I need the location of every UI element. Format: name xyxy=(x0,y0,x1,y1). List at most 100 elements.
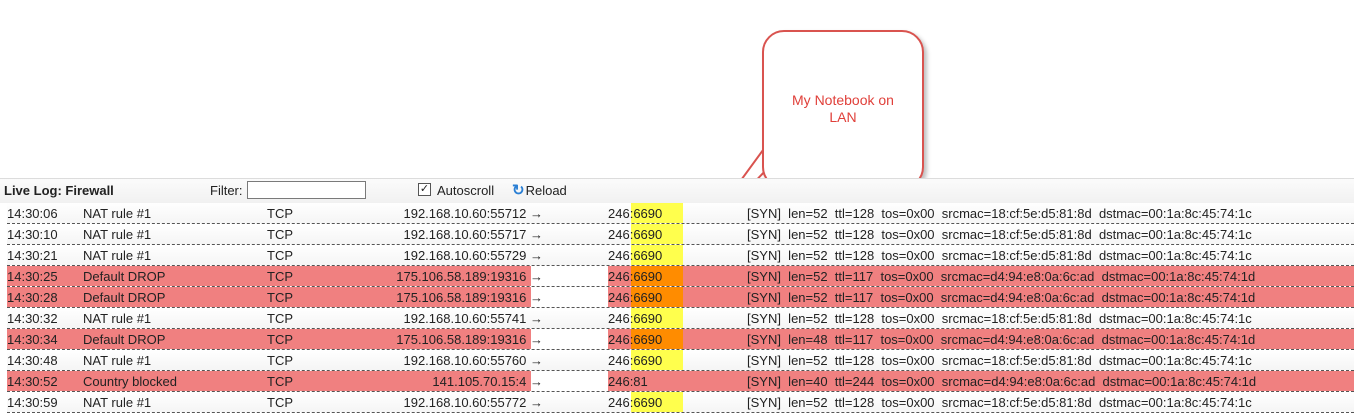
log-source: 175.106.58.189:19316 → xyxy=(396,332,543,347)
log-source: 192.168.10.60:55729 → xyxy=(403,248,543,263)
port-highlight xyxy=(631,224,683,244)
log-protocol: TCP xyxy=(267,269,293,284)
log-protocol: TCP xyxy=(267,332,293,347)
log-dest-prefix: 246: xyxy=(608,269,634,284)
log-row[interactable]: 14:30:21 NAT rule #1 TCP 192.168.10.60:5572… xyxy=(7,245,1354,266)
log-rule: NAT rule #1 xyxy=(83,248,152,263)
log-rule: NAT rule #1 xyxy=(83,395,152,410)
log-details: [SYN] len=52 ttl=128 tos=0x00 srcmac=18:… xyxy=(747,311,1252,326)
log-details: [SYN] len=52 ttl=128 tos=0x00 srcmac=18:… xyxy=(747,353,1252,368)
port-highlight xyxy=(631,392,683,412)
log-dest-prefix: 246: xyxy=(608,353,634,368)
log-source: 141.105.70.15:4 → xyxy=(432,374,543,389)
log-dest-prefix: 246: xyxy=(608,206,634,221)
row-highlight xyxy=(7,287,531,307)
log-destination: 246:6690 xyxy=(608,248,662,263)
port-highlight xyxy=(631,203,683,223)
row-highlight xyxy=(608,287,1354,307)
port-highlight xyxy=(631,350,683,370)
filter-input[interactable] xyxy=(247,181,366,199)
log-destination: 246:6690 xyxy=(608,395,662,410)
callout-line-2: LAN xyxy=(829,109,857,125)
port-highlight xyxy=(631,287,683,307)
log-time: 14:30:10 xyxy=(7,227,58,242)
log-dest-port: 6690 xyxy=(633,395,663,410)
log-dest-prefix: 246: xyxy=(608,395,634,410)
autoscroll-checkbox[interactable]: ✓ xyxy=(418,183,431,196)
row-highlight xyxy=(7,329,531,349)
log-row[interactable]: 14:30:52 Country blocked TCP 141.105.70.15:… xyxy=(7,371,1354,392)
log-protocol: TCP xyxy=(267,311,293,326)
port-highlight xyxy=(631,329,683,349)
log-details: [SYN] len=40 ttl=244 tos=0x00 srcmac=d4:… xyxy=(747,374,1257,389)
log-time: 14:30:59 xyxy=(7,395,58,410)
log-dest-port: 6690 xyxy=(633,353,663,368)
log-protocol: TCP xyxy=(267,248,293,263)
log-protocol: TCP xyxy=(267,374,293,389)
log-dest-port: 6690 xyxy=(633,332,663,347)
log-time: 14:30:28 xyxy=(7,290,58,305)
log-destination: 246:6690 xyxy=(608,332,662,347)
log-details: [SYN] len=52 ttl=117 tos=0x00 srcmac=d4:… xyxy=(747,269,1256,284)
log-details: [SYN] len=48 ttl=117 tos=0x00 srcmac=d4:… xyxy=(747,332,1256,347)
log-dest-prefix: 246: xyxy=(608,248,634,263)
page-title: Live Log: Firewall xyxy=(4,183,114,198)
log-details: [SYN] len=52 ttl=117 tos=0x00 srcmac=d4:… xyxy=(747,290,1256,305)
port-highlight xyxy=(631,266,683,286)
log-dest-prefix: 246: xyxy=(608,227,634,242)
log-source: 192.168.10.60:55712 → xyxy=(403,206,543,221)
log-source: 192.168.10.60:55760 → xyxy=(403,353,543,368)
log-row[interactable]: 14:30:48 NAT rule #1 TCP 192.168.10.60:5576… xyxy=(7,350,1354,371)
log-time: 14:30:32 xyxy=(7,311,58,326)
log-rule: Default DROP xyxy=(83,290,166,305)
log-protocol: TCP xyxy=(267,395,293,410)
log-time: 14:30:25 xyxy=(7,269,58,284)
log-dest-prefix: 246: xyxy=(608,311,634,326)
log-row[interactable]: 14:30:59 NAT rule #1 TCP 192.168.10.60:5577… xyxy=(7,392,1354,413)
log-destination: 246:6690 xyxy=(608,227,662,242)
log-rule: Country blocked xyxy=(83,374,177,389)
log-details: [SYN] len=52 ttl=128 tos=0x00 srcmac=18:… xyxy=(747,227,1252,242)
log-protocol: TCP xyxy=(267,353,293,368)
log-source: 192.168.10.60:55772 → xyxy=(403,395,543,410)
row-highlight xyxy=(608,266,1354,286)
log-rule: NAT rule #1 xyxy=(83,353,152,368)
log-destination: 246:6690 xyxy=(608,269,662,284)
filter-label: Filter: xyxy=(210,183,243,198)
callout-line-1: My Notebook on xyxy=(792,92,894,108)
row-highlight xyxy=(608,329,1354,349)
log-rule: Default DROP xyxy=(83,269,166,284)
log-details: [SYN] len=52 ttl=128 tos=0x00 srcmac=18:… xyxy=(747,206,1252,221)
log-time: 14:30:21 xyxy=(7,248,58,263)
log-details: [SYN] len=52 ttl=128 tos=0x00 srcmac=18:… xyxy=(747,248,1252,263)
log-destination: 246:6690 xyxy=(608,311,662,326)
port-highlight xyxy=(631,245,683,265)
log-time: 14:30:06 xyxy=(7,206,58,221)
log-rule: NAT rule #1 xyxy=(83,311,152,326)
log-time: 14:30:52 xyxy=(7,374,58,389)
row-highlight xyxy=(7,266,531,286)
port-highlight xyxy=(631,308,683,328)
reload-icon: ↻ xyxy=(512,182,525,199)
row-highlight xyxy=(608,371,1354,391)
log-rule: NAT rule #1 xyxy=(83,206,152,221)
log-dest-port: 6690 xyxy=(633,206,663,221)
reload-button[interactable]: ↻Reload xyxy=(512,181,567,199)
log-time: 14:30:34 xyxy=(7,332,58,347)
log-dest-port: 6690 xyxy=(633,227,663,242)
log-dest-prefix: 246: xyxy=(608,332,634,347)
log-destination: 246:6690 xyxy=(608,206,662,221)
autoscroll-label[interactable]: Autoscroll xyxy=(437,183,495,198)
log-dest-port: 6690 xyxy=(633,248,663,263)
log-source: 175.106.58.189:19316 → xyxy=(396,290,543,305)
log-time: 14:30:48 xyxy=(7,353,58,368)
log-toolbar: Live Log: Firewall Filter: ✓ Autoscroll … xyxy=(0,178,1354,203)
log-dest-port: 6690 xyxy=(633,269,663,284)
